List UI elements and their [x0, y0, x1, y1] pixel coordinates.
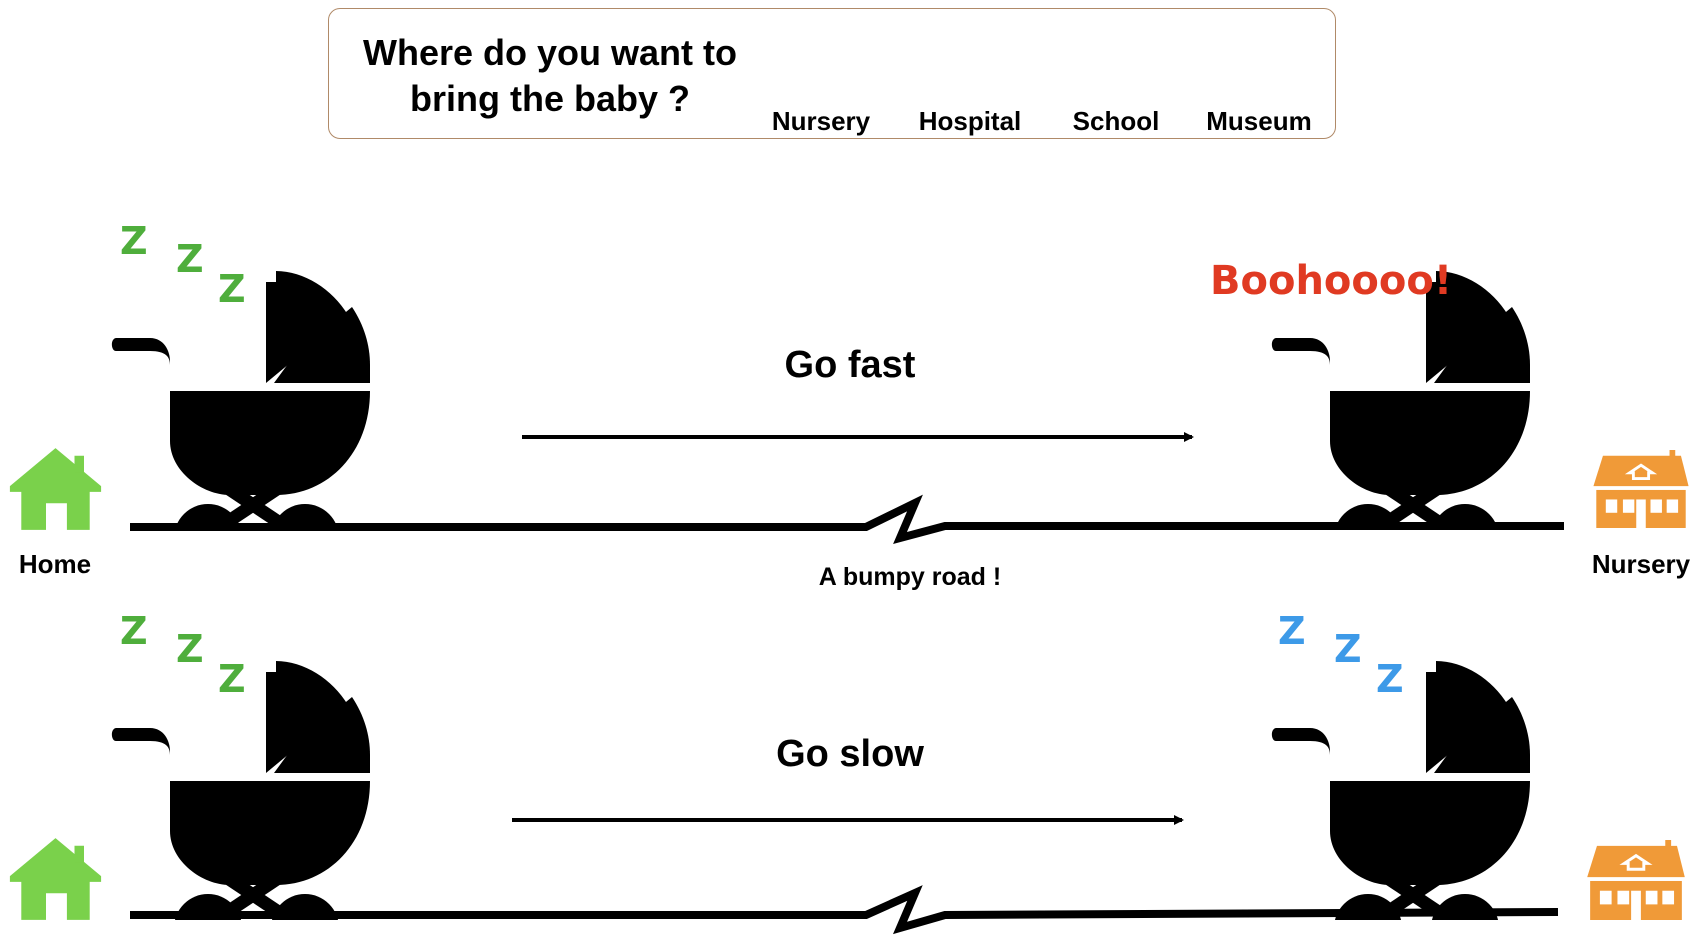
sleep-zzz-start-fast: Z Z Z — [120, 219, 246, 311]
home-icon — [9, 838, 102, 920]
go-slow-label: Go slow — [776, 733, 924, 775]
home-icon — [9, 448, 102, 530]
sleep-z: Z — [176, 627, 204, 671]
destination-label-museum: Museum — [1206, 106, 1312, 136]
sleep-z: Z — [218, 267, 246, 311]
sleep-zzz-start-slow: Z Z Z — [120, 609, 246, 701]
sleep-z: Z — [176, 237, 204, 281]
sleep-z: Z — [120, 609, 148, 653]
nursery-destination-icon — [1585, 840, 1687, 920]
sleep-z: Z — [1334, 627, 1362, 671]
destination-question-panel — [328, 8, 1336, 139]
destination-label-nursery: Nursery — [771, 106, 871, 136]
scenario-fast — [9, 271, 1691, 544]
bumpy-road-line — [130, 885, 1559, 935]
bumpy-road-note: A bumpy road ! — [818, 563, 1002, 591]
destination-label-hospital: Hospital — [918, 106, 1022, 136]
scenario-slow — [9, 661, 1687, 943]
bumpy-road-line — [130, 494, 1564, 544]
question-text: Where do you want to bring the baby ? — [363, 32, 737, 119]
sleep-z: Z — [120, 219, 148, 263]
sleep-zzz-end-slow: Z Z Z — [1278, 609, 1404, 701]
stroller-end-icon — [1272, 661, 1530, 943]
sleep-z: Z — [1278, 609, 1306, 653]
sleep-z: Z — [1376, 657, 1404, 701]
home-label: Home — [18, 549, 92, 579]
sleep-z: Z — [218, 657, 246, 701]
go-fast-label: Go fast — [784, 344, 916, 386]
stroller-start-icon — [112, 661, 370, 943]
destination-label-school: School — [1072, 106, 1160, 136]
nursery-destination-icon — [1591, 450, 1691, 528]
nursery-label: Nursery — [1591, 549, 1691, 579]
crying-text: Boohoooo! — [1210, 258, 1453, 304]
